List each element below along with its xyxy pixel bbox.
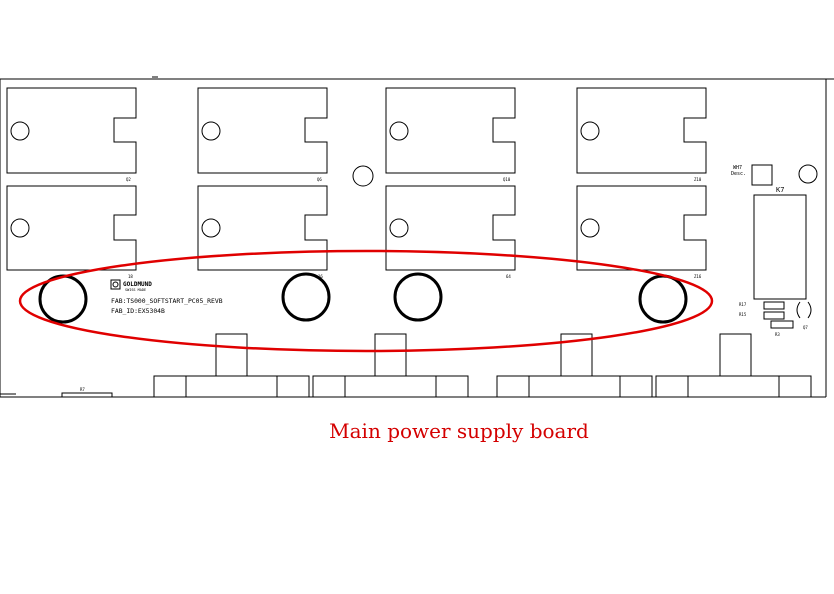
label-r3: R3 <box>775 332 780 337</box>
label-q6: Q6 <box>317 177 322 182</box>
wh7-box <box>751 164 773 186</box>
heatsink-module <box>197 87 328 174</box>
diagram-caption: Main power supply board <box>329 419 589 443</box>
heatsink-module <box>6 185 137 271</box>
fab-line-1: FAB:TS000_SOFTSTART_PC05_REVB <box>111 297 223 305</box>
capacitor-q7 <box>796 301 812 319</box>
mounting-hole <box>352 165 374 187</box>
wh7-label: WH7 <box>733 165 742 171</box>
terminal-block <box>655 375 812 398</box>
connector-stub <box>374 333 407 377</box>
label-q10: Q10 <box>503 177 511 182</box>
goldmund-logo <box>110 279 121 290</box>
resistor-r17 <box>763 301 785 310</box>
terminal-block <box>496 375 653 398</box>
fab-line-2: FAB_ID:EX5304B <box>111 307 165 315</box>
brand-name: GOLDMUND <box>123 281 152 288</box>
wh7-desc-label: Desc. <box>731 171 746 177</box>
resistor-r15 <box>763 311 785 320</box>
connector-stub <box>215 333 248 377</box>
label-r15: R15 <box>739 312 747 317</box>
label-16: 16 <box>318 274 323 279</box>
connector-stub <box>719 333 752 377</box>
heatsink-module <box>576 87 707 174</box>
relay-label: K7 <box>776 186 784 194</box>
label-z10: Z10 <box>694 177 702 182</box>
capacitor-c3 <box>393 272 443 322</box>
edge-component <box>61 392 113 398</box>
capacitor-c4 <box>638 274 688 324</box>
brand-subtitle: SWISS MADE <box>125 288 146 292</box>
heatsink-module <box>576 185 707 271</box>
label-q7: Q7 <box>803 325 808 330</box>
relay-k7 <box>753 194 807 300</box>
terminal-block <box>312 375 469 398</box>
label-18: 18 <box>128 274 133 279</box>
heatsink-module <box>385 185 516 271</box>
highlight-ellipse <box>18 249 714 353</box>
heatsink-module <box>197 185 328 271</box>
capacitor-c2 <box>281 272 331 322</box>
heatsink-module <box>385 87 516 174</box>
label-r7: R7 <box>80 387 85 392</box>
heatsink-module <box>6 87 137 174</box>
mounting-hole <box>798 164 818 184</box>
resistor-r3 <box>770 320 794 329</box>
label-64: 64 <box>506 274 511 279</box>
label-r17: R17 <box>739 302 747 307</box>
terminal-block <box>153 375 310 398</box>
label-q2: Q2 <box>126 177 131 182</box>
label-z16: Z16 <box>694 274 702 279</box>
